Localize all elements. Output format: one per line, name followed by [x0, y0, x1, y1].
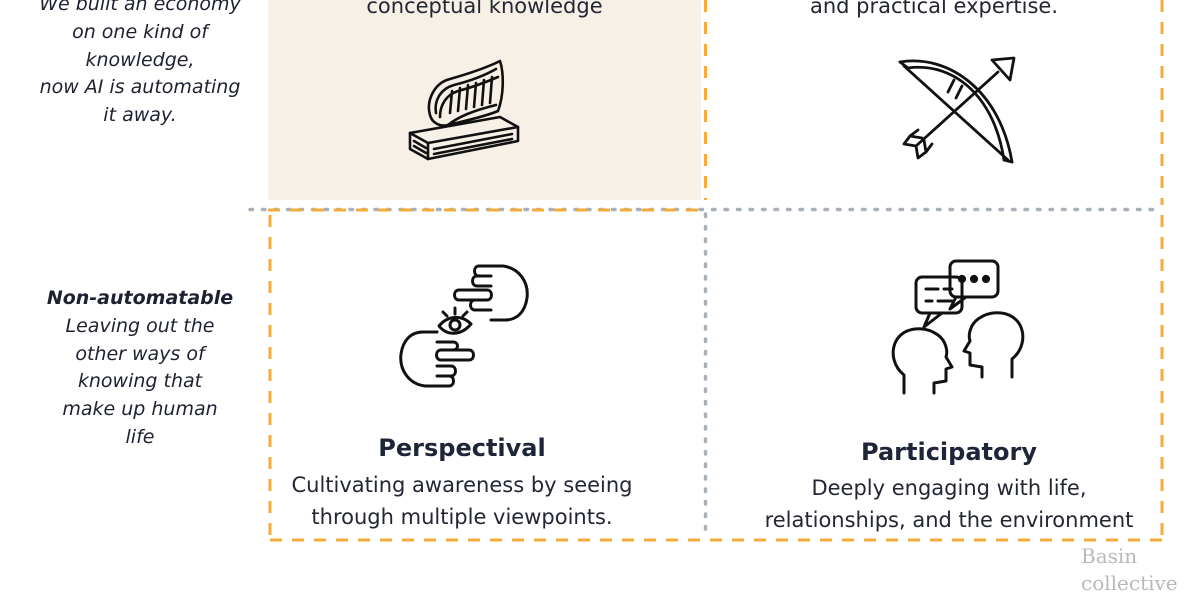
- perspectival-subtitle-line: through multiple viewpoints.: [311, 505, 613, 529]
- pointing-hands-eye-icon: [399, 264, 529, 388]
- automatable-line: on one kind of: [72, 20, 208, 43]
- perspectival-title: Perspectival: [378, 434, 546, 462]
- participatory-subtitle-line: Deeply engaging with life,: [811, 476, 1087, 500]
- automatable-line: it away.: [103, 104, 177, 127]
- watermark: Basin collective: [1081, 543, 1178, 597]
- procedural-subtitle: and practical expertise.: [809, 0, 1059, 18]
- propositional-subtitle: conceptual knowledge: [366, 0, 603, 18]
- participatory-title: Participatory: [861, 438, 1037, 466]
- automatable-line: We built an economy: [39, 0, 241, 15]
- non-automatable-line: make up human: [62, 398, 218, 421]
- non-automatable-description: Non-automatable Leaving out the other wa…: [15, 285, 265, 452]
- watermark-line: Basin: [1081, 544, 1138, 568]
- automatable-line: knowledge,: [85, 48, 195, 71]
- automatable-description: We built an economy on one kind of knowl…: [15, 0, 265, 130]
- non-automatable-line: knowing that: [77, 370, 203, 393]
- highlighted-cell-background: [268, 0, 701, 200]
- bow-and-arrow-icon: [898, 56, 1016, 164]
- non-automatable-line: other ways of: [75, 342, 205, 365]
- automatable-line: now AI is automating: [39, 76, 241, 99]
- watermark-line: collective: [1081, 571, 1178, 595]
- non-automatable-line: Leaving out the: [65, 314, 215, 337]
- participatory-subtitle-line: relationships, and the environment: [764, 508, 1134, 532]
- non-automatable-line: life: [125, 425, 155, 448]
- two-heads-conversation-icon: [891, 259, 1025, 395]
- non-automatable-heading: Non-automatable: [46, 287, 234, 309]
- perspectival-subtitle: Cultivating awareness by seeing through …: [268, 469, 656, 533]
- participatory-subtitle: Deeply engaging with life, relationships…: [708, 472, 1190, 536]
- book-icon: [408, 59, 520, 161]
- perspectival-subtitle-line: Cultivating awareness by seeing: [291, 473, 633, 497]
